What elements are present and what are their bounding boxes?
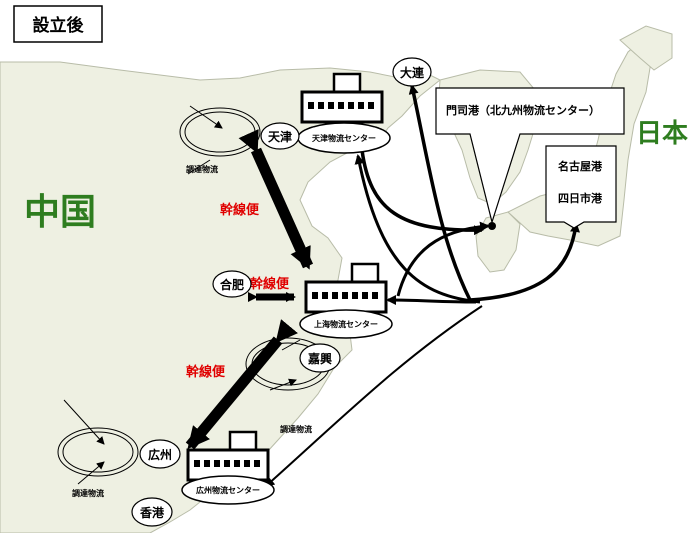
- city-jiaxing: 嘉興: [299, 343, 341, 373]
- city-jiaxing-label: 嘉興: [307, 351, 332, 366]
- trunk-label-1: 幹線便: [220, 202, 260, 218]
- city-dalian: 大連: [392, 57, 432, 87]
- shanghai-center-label: 上海物流センター: [314, 319, 378, 329]
- procure-label-north: 調達物流: [186, 164, 218, 174]
- tianjin-center-label: 天津物流センター: [312, 133, 376, 143]
- yokkaichi-label: 四日市港: [558, 191, 603, 205]
- nagoya-label: 名古屋港: [558, 159, 603, 173]
- route-tianjin-kyushu: [360, 149, 484, 236]
- route-shanghai-kyushu: [396, 221, 490, 297]
- moji-callout: 門司港（北九州物流センター）: [435, 87, 625, 225]
- title-box: [13, 5, 103, 43]
- trunk-label-2: 幹線便: [250, 276, 290, 292]
- shanghai-center: 上海物流センター: [299, 262, 393, 339]
- city-tianjin: 天津: [260, 122, 300, 150]
- guangzhou-center: 広州物流センター: [181, 430, 275, 505]
- procure-label-south: 調達物流: [72, 488, 104, 498]
- trunk-arrow-shanghai-guangzhou: [185, 319, 298, 450]
- nagoya-callout: 名古屋港 四日市港: [545, 145, 617, 229]
- moji-point: [488, 222, 496, 230]
- trunk-arrow-tianjin-shanghai: [238, 129, 314, 270]
- china-label: 中国: [24, 192, 96, 233]
- route-shanghai-dalian: [408, 84, 472, 301]
- city-hongkong: 香港: [131, 497, 173, 527]
- city-guangzhou-label: 広州: [148, 447, 172, 462]
- city-dalian-label: 大連: [400, 65, 425, 80]
- trunk-label-3: 幹線便: [186, 364, 226, 380]
- procure-label-middle: 調達物流: [280, 424, 312, 434]
- route-sea-to-shanghai: [386, 295, 477, 306]
- guangzhou-center-label: 広州物流センター: [196, 485, 260, 495]
- procurement-loop-south: 調達物流: [57, 399, 139, 498]
- route-shanghai-tianjin: [354, 154, 481, 304]
- route-shanghai-nagoya: [469, 222, 580, 302]
- city-hefei-label: 合肥: [220, 277, 244, 292]
- city-guangzhou: 広州: [139, 439, 181, 469]
- city-tianjin-label: 天津: [268, 129, 292, 144]
- kyushu-landmass: [475, 211, 521, 273]
- moji-label: 門司港（北九州物流センター）: [446, 103, 600, 117]
- title-text: 設立後: [33, 15, 85, 36]
- hokkaido-landmass: [619, 25, 673, 71]
- japan-label: 日本: [636, 119, 688, 149]
- tianjin-center: 天津物流センター: [297, 72, 391, 154]
- city-hongkong-label: 香港: [139, 505, 165, 520]
- route-to-guangzhou: [264, 305, 483, 488]
- city-hefei: 合肥: [212, 270, 252, 298]
